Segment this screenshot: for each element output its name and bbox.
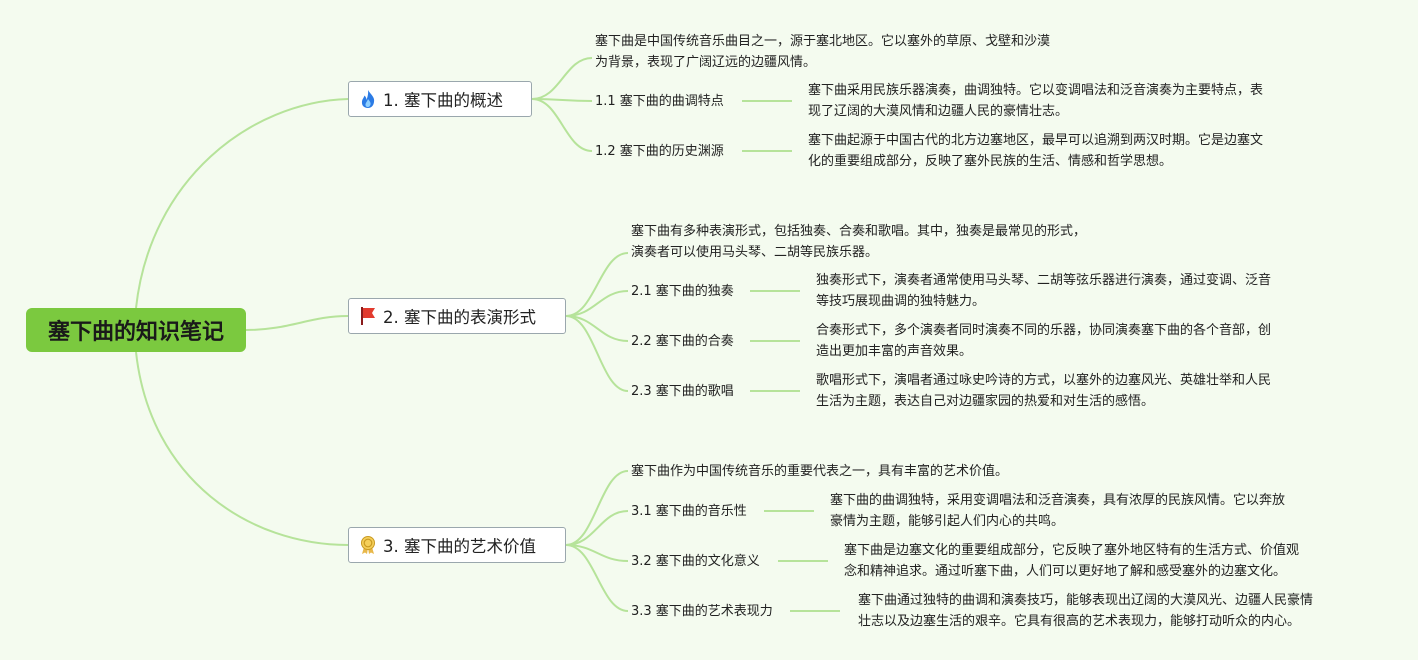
connector-b1-sub2 (531, 98, 593, 152)
branch-performance[interactable]: 2. 塞下曲的表演形式 (348, 298, 566, 334)
branch-2-sub-2-text: 合奏形式下，多个演奏者同时演奏不同的乐器，协同演奏塞下曲的各个音部，创 造出更加… (816, 323, 1272, 359)
red-flag-icon (359, 306, 377, 326)
branch-1-sub-2-title[interactable]: 1.2 塞下曲的历史渊源 (595, 144, 724, 159)
connector-b1-intro (531, 57, 593, 100)
branch-2-sub-3-text: 歌唱形式下，演唱者通过咏史吟诗的方式，以塞外的边塞风光、英雄壮举和人民 生活为主… (816, 373, 1272, 409)
branch-label: 2. 塞下曲的表演形式 (383, 308, 536, 327)
branch-overview[interactable]: 1. 塞下曲的概述 (348, 81, 532, 117)
connector-root-branch-3 (135, 351, 349, 546)
branch-2-sub-2-title[interactable]: 2.2 塞下曲的合奏 (631, 334, 734, 349)
branch-2-sub-3-title[interactable]: 2.3 塞下曲的歌唱 (631, 384, 734, 399)
branch-1-sub-1-text: 塞下曲采用民族乐器演奏，曲调独特。它以变调唱法和泛音演奏为主要特点，表 现了辽阔… (808, 83, 1264, 119)
fire-icon (359, 89, 377, 109)
root-label: 塞下曲的知识笔记 (47, 320, 224, 345)
branch-artistic-value[interactable]: 3. 塞下曲的艺术价值 (348, 527, 566, 563)
branch-1-sub-1-title[interactable]: 1.1 塞下曲的曲调特点 (595, 94, 724, 109)
branch-1-intro: 塞下曲是中国传统音乐曲目之一，源于塞北地区。它以塞外的草原、戈壁和沙漠 为背景，… (595, 34, 1051, 70)
branch-3-sub-3-text: 塞下曲通过独特的曲调和演奏技巧，能够表现出辽阔的大漠风光、边疆人民豪情 壮志以及… (858, 593, 1314, 629)
branch-1-sub-2-text: 塞下曲起源于中国古代的北方边塞地区，最早可以追溯到两汉时期。它是边塞文 化的重要… (808, 133, 1264, 169)
award-medal-icon (359, 535, 377, 555)
connector-b3-intro (565, 470, 629, 546)
branch-2-intro: 塞下曲有多种表演形式，包括独奏、合奏和歌唱。其中，独奏是最常见的形式， 演奏者可… (631, 224, 1087, 260)
branch-label: 1. 塞下曲的概述 (383, 91, 503, 110)
connector-b3-sub2 (565, 544, 629, 562)
connector-b2-sub1 (565, 290, 629, 317)
branch-3-sub-1-text: 塞下曲的曲调独特，采用变调唱法和泛音演奏，具有浓厚的民族风情。它以奔放 豪情为主… (830, 493, 1286, 529)
connector-b3-sub1 (565, 510, 629, 546)
root-node[interactable]: 塞下曲的知识笔记 (26, 308, 246, 352)
branch-3-sub-2-title[interactable]: 3.2 塞下曲的文化意义 (631, 554, 760, 569)
branch-2-sub-1-title[interactable]: 2.1 塞下曲的独奏 (631, 284, 734, 299)
connector-root-branch-1 (135, 98, 349, 309)
branch-2-sub-1-text: 独奏形式下，演奏者通常使用马头琴、二胡等弦乐器进行演奏，通过变调、泛音 等技巧展… (816, 273, 1272, 309)
branch-3-sub-2-text: 塞下曲是边塞文化的重要组成部分，它反映了塞外地区特有的生活方式、价值观 念和精神… (844, 543, 1300, 579)
branch-3-sub-1-title[interactable]: 3.1 塞下曲的音乐性 (631, 504, 747, 519)
branch-3-intro: 塞下曲作为中国传统音乐的重要代表之一，具有丰富的艺术价值。 (631, 464, 1009, 479)
connector-b2-sub3 (565, 315, 629, 392)
connector-b3-sub3 (565, 544, 629, 612)
branch-3-sub-3-title[interactable]: 3.3 塞下曲的艺术表现力 (631, 604, 773, 619)
connector-root-branch-2 (245, 315, 349, 331)
branch-label: 3. 塞下曲的艺术价值 (383, 537, 536, 556)
connector-b2-sub2 (565, 315, 629, 342)
connector-b2-intro (565, 252, 629, 317)
